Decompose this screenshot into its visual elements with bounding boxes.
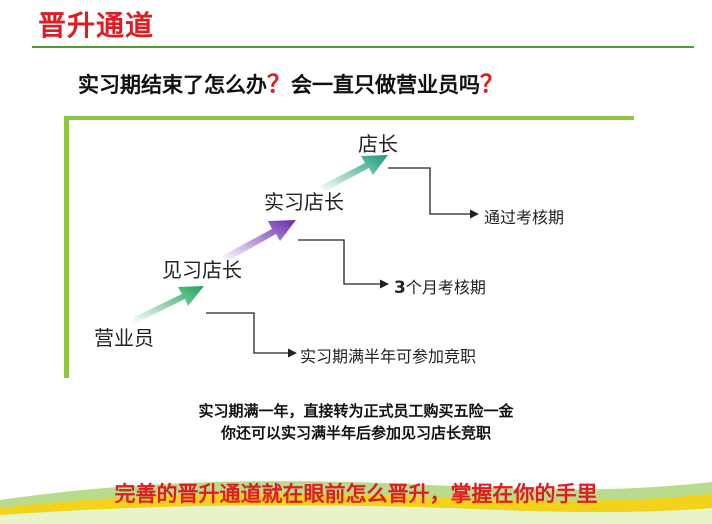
summary-line-2: 你还可以实习满半年后参加见习店长竞职 <box>220 424 491 442</box>
promotion-arrow-2 <box>222 220 296 262</box>
step-3-text: 通过考核期 <box>484 208 565 227</box>
bottom-wave-light <box>0 505 712 524</box>
promotion-arrow-1 <box>132 286 204 324</box>
step-2-number: 3 <box>394 278 406 298</box>
step-label-2: 3个月考核期 <box>394 274 486 298</box>
frame-left-border <box>64 116 69 378</box>
node-clerk: 营业员 <box>94 326 154 350</box>
diagram-frame <box>64 116 636 378</box>
question-mark-2: ？ <box>480 70 504 98</box>
footer-banner: 完善的晋升通道就在眼前怎么晋升，掌握在你的手里 <box>114 482 598 506</box>
connector-step-1 <box>206 312 297 358</box>
connector-step-3 <box>388 167 479 219</box>
node-store-manager: 店长 <box>358 132 398 156</box>
frame-top-border <box>64 116 634 120</box>
question-heading: 实习期结束了怎么办？会一直只做营业员吗？ <box>78 64 504 99</box>
title-rule <box>32 46 694 48</box>
step-label-3: 通过考核期 <box>484 204 564 228</box>
step-1-text: 实习期满半年可参加竞职 <box>300 347 477 366</box>
node-trainee-manager: 见习店长 <box>162 258 242 282</box>
slide-title: 晋升通道 <box>38 9 155 42</box>
promotion-arrow-3 <box>320 155 388 192</box>
question-mark-1: ？ <box>267 70 291 98</box>
summary-line-1: 实习期满一年，直接转为正式员工购买五险一金 <box>198 402 514 420</box>
question-text-2: 会一直只做营业员吗 <box>291 73 480 97</box>
step-label-1: 实习期满半年可参加竞职 <box>300 343 476 367</box>
node-intern-manager: 实习店长 <box>264 190 344 214</box>
question-text-1: 实习期结束了怎么办 <box>78 73 267 97</box>
connector-step-2 <box>298 239 389 289</box>
step-2-text: 个月考核期 <box>405 278 486 297</box>
